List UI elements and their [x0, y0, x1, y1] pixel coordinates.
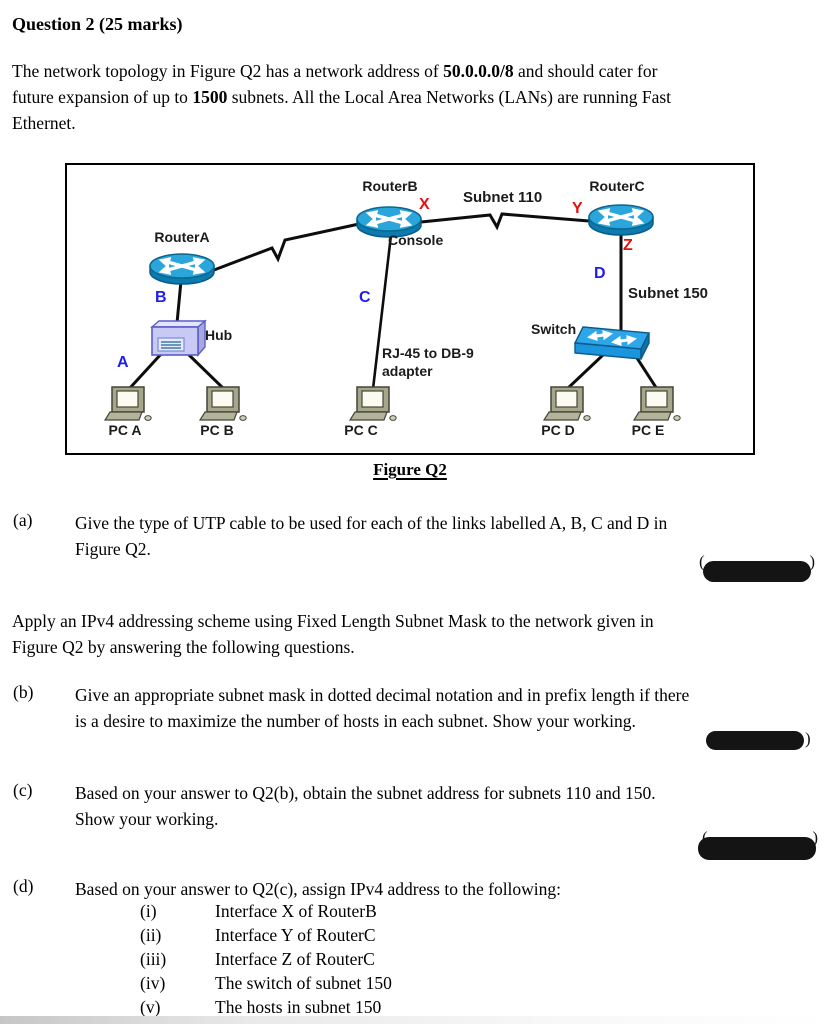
label-pcB: PC B [200, 422, 234, 438]
question-c-label: (c) [13, 780, 33, 800]
label-routerC: RouterC [589, 178, 645, 194]
switch-icon [573, 326, 651, 360]
d-item-iii-text: Interface Z of RouterC [215, 949, 375, 969]
serial-link-routerB-routerC-subnet110 [420, 212, 590, 231]
interface-label-Y: Y [572, 200, 583, 217]
link-label-A: A [117, 354, 129, 371]
label-routerA: RouterA [154, 229, 210, 245]
d-item-ii-text: Interface Y of RouterC [215, 925, 376, 945]
apply-line1: Apply an IPv4 addressing scheme using Fi… [12, 611, 654, 631]
label-pcA: PC A [108, 422, 142, 438]
topology-svg [103, 204, 681, 421]
intro-line-3: Ethernet. [12, 110, 671, 136]
question-d-text: Based on your answer to Q2(c), assign IP… [75, 879, 562, 899]
link-label-D: D [594, 265, 606, 282]
pc-icon-pcA [103, 386, 152, 421]
intro-paragraph: The network topology in Figure Q2 has a … [12, 58, 671, 136]
question-b-text: Give an appropriate subnet mask in dotte… [75, 682, 689, 734]
cable-switch-pcE [633, 354, 659, 390]
cables [127, 212, 659, 391]
d-item-v-num: (v) [140, 997, 161, 1017]
serial-link-routerA-routerB [213, 222, 360, 272]
network-address-value: 50.0.0.0/8 [443, 61, 514, 81]
router-icon-routerA [149, 253, 215, 285]
d-item-ii-num: (ii) [140, 925, 162, 945]
scan-edge-shadow [0, 1016, 830, 1024]
interface-label-Z: Z [623, 237, 633, 254]
pc-icon-pcC [348, 386, 397, 421]
label-console: Console [388, 232, 444, 248]
redaction-paren-right: ) [809, 552, 815, 571]
question-c-line1: Based on your answer to Q2(b), obtain th… [75, 783, 656, 803]
question-b-line1: Give an appropriate subnet mask in dotte… [75, 685, 690, 705]
intro-text: The network topology in Figure Q2 has a … [12, 61, 444, 81]
apply-line2: Figure Q2 by answering the following que… [12, 637, 355, 657]
d-item-i-num: (i) [140, 901, 157, 921]
label-pcD: PC D [541, 422, 575, 438]
redaction-paren-right: ) [812, 828, 818, 847]
hub-icon [150, 319, 207, 357]
link-label-C: C [359, 289, 371, 306]
label-pcE: PC E [631, 422, 665, 438]
label-pcC: PC C [344, 422, 378, 438]
intro-line-2: future expansion of up to 1500 subnets. … [12, 84, 671, 110]
redaction-bar [703, 561, 811, 582]
label-switch: Switch [531, 321, 577, 337]
question-a-text: Give the type of UTP cable to be used fo… [75, 510, 667, 562]
question-d-label: (d) [13, 876, 34, 896]
d-item-iv-num: (iv) [140, 973, 166, 993]
pc-icon-pcB [198, 386, 247, 421]
question-b-line2: is a desire to maximize the number of ho… [75, 711, 636, 731]
redaction-paren-right: ) [805, 729, 811, 748]
intro-text: and should cater for [513, 61, 658, 81]
d-item-iii-num: (iii) [140, 949, 167, 969]
question-a-label: (a) [13, 510, 33, 530]
label-hub: Hub [205, 327, 233, 343]
cable-hub-pcB [185, 351, 226, 391]
intro-line-1: The network topology in Figure Q2 has a … [12, 58, 671, 84]
cable-link-B-routerA-hub [175, 280, 183, 324]
question-a-line1: Give the type of UTP cable to be used fo… [75, 513, 668, 533]
question-c-text: Based on your answer to Q2(b), obtain th… [75, 780, 656, 832]
figure-caption: Figure Q2 [65, 460, 755, 480]
intro-text: Ethernet. [12, 113, 76, 133]
cable-link-A-hub-pcA [127, 351, 164, 391]
router-icon-routerB [356, 206, 422, 238]
marks-redaction-b: ) [706, 726, 818, 756]
intro-text: future expansion of up to [12, 87, 193, 107]
pc-icon-pcE [632, 386, 681, 421]
console-cable-link-C [371, 234, 393, 390]
intro-text: subnets. All the Local Area Networks (LA… [227, 87, 672, 107]
marks-redaction-a: ( ) [699, 552, 815, 588]
interface-label-X: X [419, 196, 430, 213]
d-item-iv-text: The switch of subnet 150 [215, 973, 392, 993]
d-item-i-text: Interface X of RouterB [215, 901, 377, 921]
figure-q2-diagram: RouterA RouterB RouterC Subnet 110 Subne… [65, 163, 755, 455]
link-label-B: B [155, 289, 167, 306]
label-adapter-line2: adapter [382, 363, 433, 379]
router-icon-routerC [588, 204, 654, 236]
subnet-count-value: 1500 [192, 87, 228, 107]
page-title: Question 2 (25 marks) [12, 14, 183, 34]
redaction-bar [706, 731, 804, 750]
redaction-bar [698, 837, 816, 860]
label-subnet-150: Subnet 150 [628, 285, 709, 302]
figure-caption-text: Figure Q2 [373, 460, 447, 479]
apply-paragraph: Apply an IPv4 addressing scheme using Fi… [12, 608, 654, 660]
cable-switch-pcD [565, 353, 605, 391]
label-subnet-110: Subnet 110 [463, 189, 543, 206]
d-item-v-text: The hosts in subnet 150 [215, 997, 382, 1017]
label-routerB: RouterB [362, 178, 418, 194]
label-adapter-line1: RJ-45 to DB-9 [382, 345, 474, 361]
marks-redaction-c: ( ) [696, 828, 820, 864]
question-b-label: (b) [13, 682, 34, 702]
question-a-line2: Figure Q2. [75, 539, 151, 559]
pc-icon-pcD [542, 386, 591, 421]
question-c-line2: Show your working. [75, 809, 219, 829]
redaction-paren-left: ( [699, 552, 705, 571]
